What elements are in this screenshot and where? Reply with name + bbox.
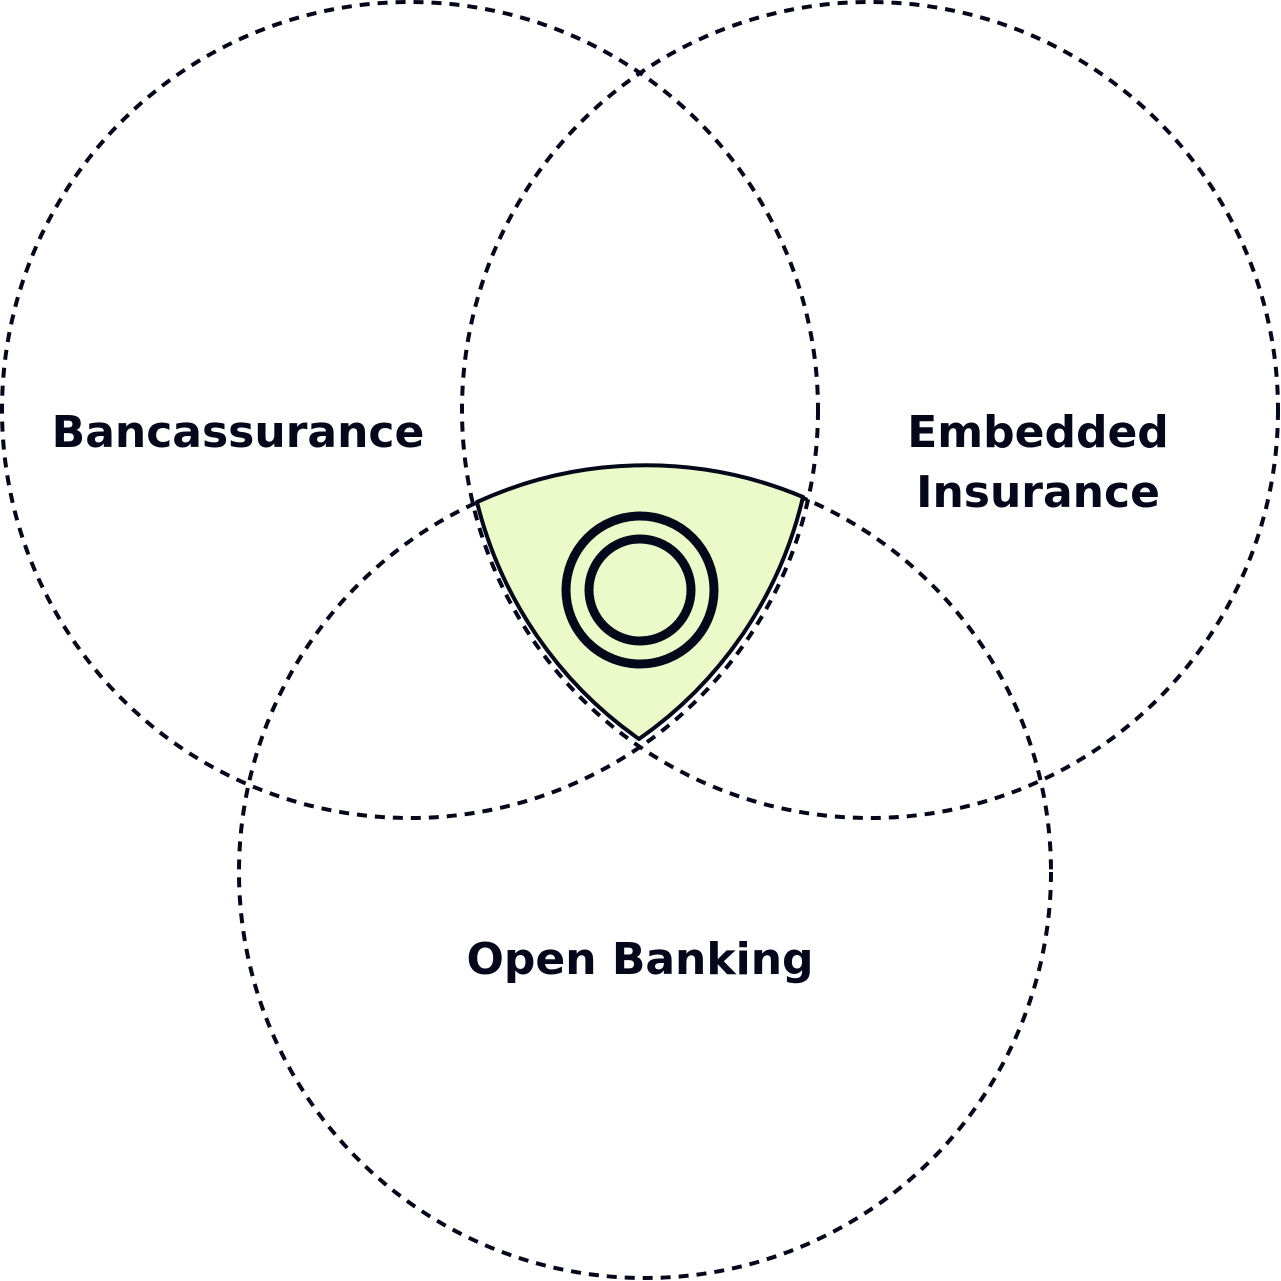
concentric-circles-icon: [561, 511, 719, 669]
label-embedded-line2: Insurance: [916, 467, 1160, 518]
label-open-banking: Open Banking: [466, 934, 814, 985]
label-bancassurance: Bancassurance: [51, 407, 425, 458]
label-embedded-insurance: Embedded Insurance: [907, 403, 1169, 523]
intersection-highlight: [475, 463, 805, 741]
circle-bancassurance: [0, 0, 820, 820]
label-embedded-line1: Embedded: [907, 407, 1169, 458]
circle-embedded-insurance: [460, 0, 1280, 820]
